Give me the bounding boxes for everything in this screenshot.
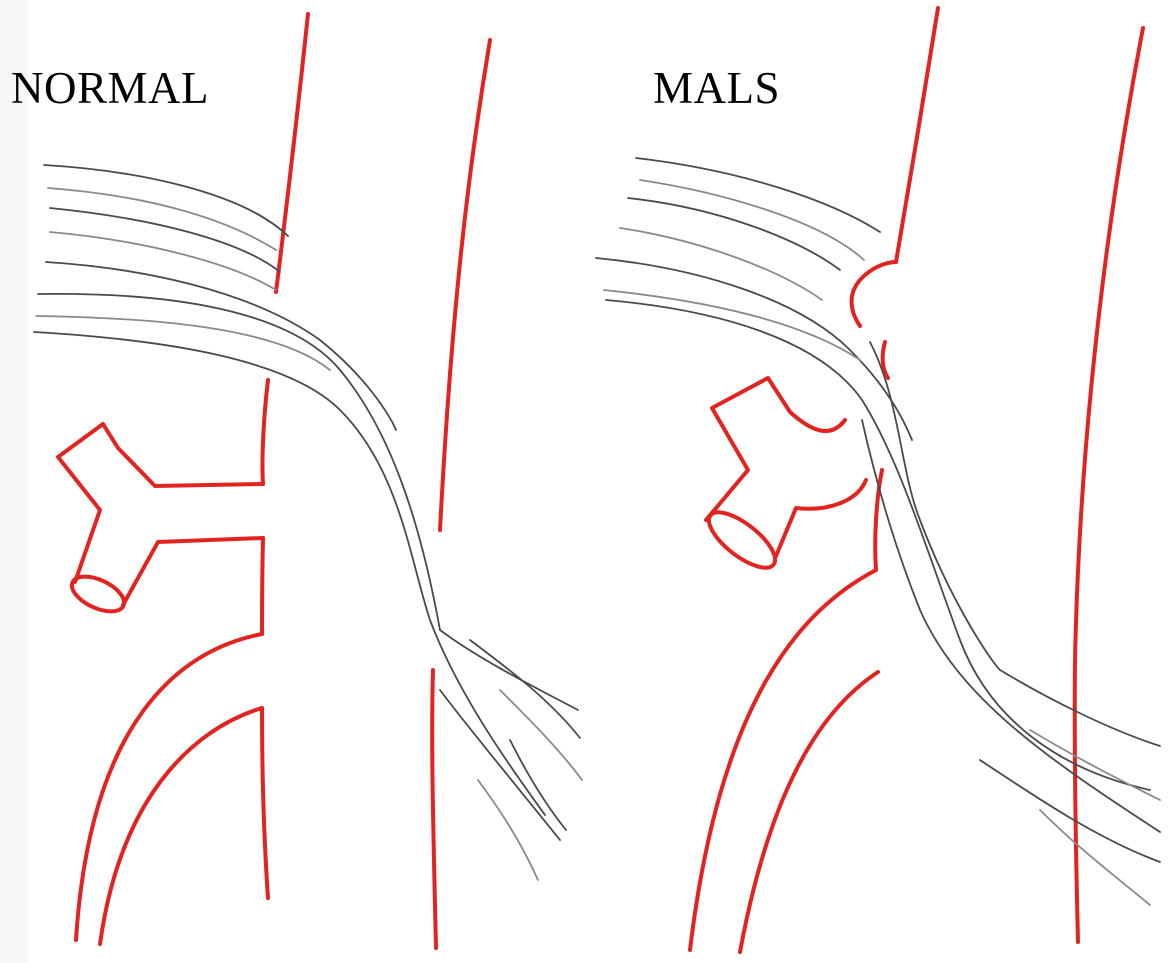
- mals-label: MALS: [653, 62, 780, 114]
- mals-ligament-fiber: [606, 300, 1150, 790]
- normal-ligament-fiber: [470, 640, 580, 738]
- normal-ligament-fiber: [44, 165, 288, 236]
- mals-ligament-fiber: [640, 180, 864, 260]
- normal-ligament-fiber: [478, 780, 538, 880]
- mals-sma-inner: [740, 672, 878, 952]
- normal-ligament-fiber: [34, 332, 545, 815]
- mals-aorta-right-wall: [1075, 28, 1143, 942]
- mals-aorta-left-wall: [852, 8, 938, 326]
- normal-celiac-cut-end: [67, 569, 130, 618]
- mals-ligament-fiber: [870, 342, 1000, 670]
- mals-ligament-fiber: [636, 158, 880, 232]
- normal-ligament-fiber: [48, 188, 276, 250]
- mals-ligament-fiber: [862, 420, 1160, 832]
- normal-sma: [76, 634, 262, 940]
- normal-aorta-left-wall: [276, 14, 308, 292]
- normal-ligament-fiber: [50, 232, 276, 290]
- mals-celiac-cut-end: [701, 503, 784, 577]
- normal-ligament-fiber: [500, 690, 582, 780]
- mals-ligament-fiber: [620, 228, 822, 300]
- normal-ligament-fiber: [36, 316, 330, 370]
- normal-ligament-fiber: [50, 208, 280, 272]
- mals-panel: [596, 8, 1160, 952]
- mals-ligament-fiber: [596, 258, 912, 440]
- normal-label: NORMAL: [11, 62, 209, 114]
- normal-aorta-right-wall: [440, 40, 490, 530]
- normal-ligament-fiber: [46, 262, 396, 430]
- mals-ligament-fiber: [628, 198, 840, 270]
- normal-ligament-fiber: [510, 740, 566, 830]
- normal-ligament-fiber: [440, 690, 560, 840]
- normal-aorta-right-wall-lower: [432, 670, 436, 948]
- mals-ligament-fiber: [1000, 670, 1160, 746]
- normal-aorta-left-wall-lower: [262, 380, 268, 898]
- mals-sma: [690, 570, 876, 950]
- mals-celiac-trunk: [706, 378, 866, 556]
- mals-ligament-fiber: [1040, 810, 1150, 905]
- normal-panel: [34, 14, 582, 948]
- mals-ligament-fiber: [980, 760, 1160, 862]
